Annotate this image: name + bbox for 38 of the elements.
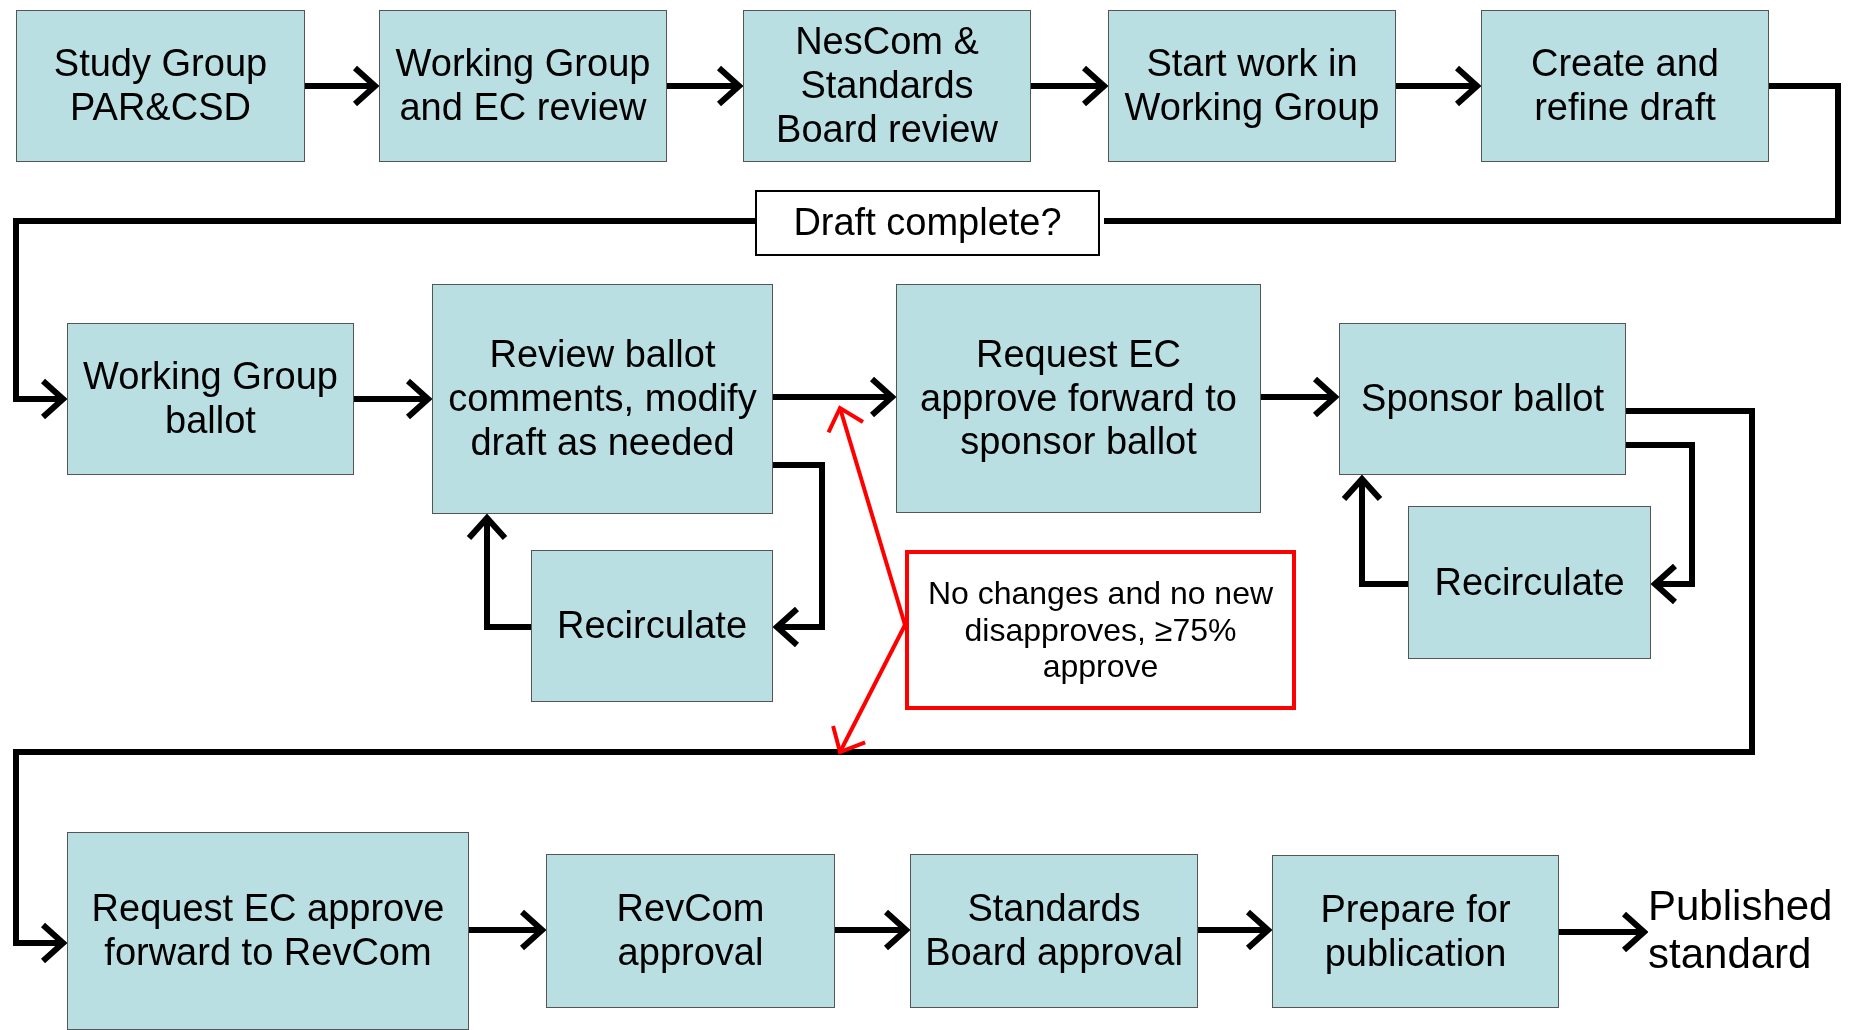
process-box: NesCom & Standards Board review [743,10,1031,162]
process-box: Working Group and EC review [379,10,667,162]
process-box: Start work in Working Group [1108,10,1396,162]
connector-line [1104,83,1841,224]
arrow [773,462,825,648]
process-box: Sponsor ballot [1339,323,1626,475]
leader-line [826,406,907,626]
process-box: Recirculate [1408,506,1651,659]
arrow [1341,476,1408,587]
arrow [305,65,378,107]
process-box: Review ballot comments, modify draft as needed [432,284,773,514]
arrow [1626,442,1695,605]
leader-line [831,624,907,754]
arrow [466,515,531,630]
arrow [1198,909,1271,951]
arrow [13,218,755,420]
process-box: RevCom approval [546,854,835,1008]
process-box: Request EC approve forward to RevCom [67,832,469,1030]
arrow [773,376,895,418]
arrow [354,378,431,420]
arrow [1559,911,1647,953]
arrow [1261,376,1338,418]
note-box: No changes and no new disapproves, ≥75% approve [905,550,1296,710]
question-box: Draft complete? [755,190,1100,256]
arrow [1396,65,1480,107]
process-box: Working Group ballot [67,323,354,475]
arrow [13,408,1755,964]
arrow [469,909,545,951]
end-text: Published standard [1648,870,1863,990]
process-box: Study Group PAR&CSD [16,10,305,162]
process-box: Request EC approve forward to sponsor ballot [896,284,1261,513]
process-box: Standards Board approval [910,854,1198,1008]
process-box: Create and refine draft [1481,10,1769,162]
process-box: Recirculate [531,550,773,702]
arrow [835,909,909,951]
process-box: Prepare for publication [1272,855,1559,1008]
arrow [1031,65,1107,107]
arrow [667,65,742,107]
